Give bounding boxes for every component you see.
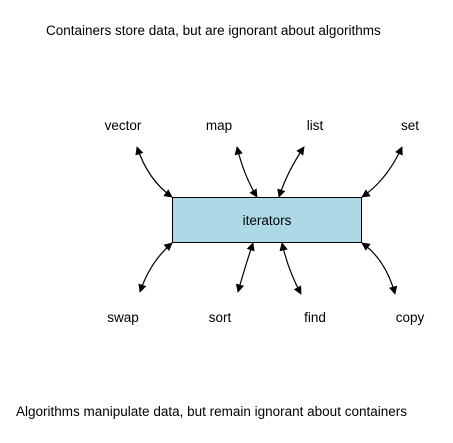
arrow-map [234, 146, 258, 198]
arrow-vector [135, 146, 173, 198]
arrow-copy [361, 242, 398, 295]
caption-algorithms: Algorithms manipulate data, but remain i… [16, 404, 407, 419]
arrow-swap [138, 242, 173, 293]
label-list: list [306, 118, 324, 133]
label-set: set [400, 118, 420, 133]
label-vector: vector [104, 118, 142, 133]
label-find: find [304, 310, 326, 325]
label-sort: sort [208, 310, 232, 325]
label-copy: copy [395, 310, 425, 325]
iterators-box: iterators [172, 197, 362, 243]
arrow-list [277, 146, 305, 198]
label-map: map [205, 118, 233, 133]
label-swap: swap [107, 310, 139, 325]
arrow-set [361, 146, 403, 198]
arrow-sort [235, 242, 255, 293]
caption-containers: Containers store data, but are ignorant … [46, 23, 381, 38]
arrow-find [279, 242, 302, 295]
